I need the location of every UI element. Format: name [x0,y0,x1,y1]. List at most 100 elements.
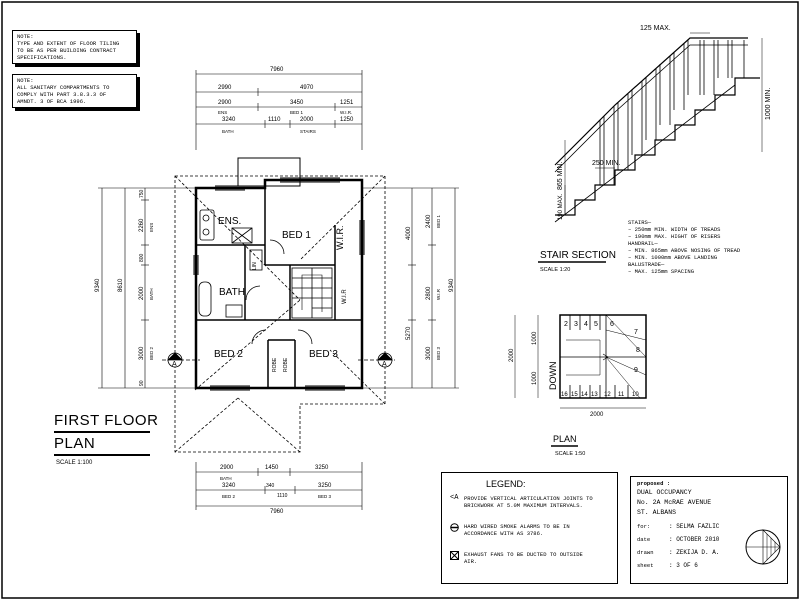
dim-text: 750 [139,189,145,198]
tread-number: 13 [591,392,598,398]
basin [202,214,210,222]
stair-section: 125 MAX. 1000 MIN. 865 MIN. 250 MIN. 190… [538,25,772,275]
door-swing [297,329,313,345]
dim-riser: 190 MAX. [558,193,564,220]
tread-number: 14 [581,392,588,398]
room-label-wir: W.I.R. [335,226,345,251]
tread-number: 2 [564,321,568,328]
note-line: TYPE AND EXTENT OF FLOOR TILING [17,40,120,47]
hip-line [174,175,301,301]
room-label-ens: ENS. [218,216,241,227]
note-head: NOTE: [17,33,34,40]
articulation-joint-icon: <A [450,494,459,502]
legend-text: PROVIDE VERTICAL ARTICULATION JOINTS TO … [464,495,593,509]
stair-spec-line: – 250mm MIN. WIDTH OF TREADS [628,226,721,233]
dim-text: 2000 [139,286,145,300]
note-line: ALL SANITARY COMPARTMENTS TO [17,84,110,91]
stair-spec-line: – MIN. 865mm ABOVE NOSING OF TREAD [628,247,741,254]
hip-line [194,299,301,391]
handrail-lower [554,44,748,173]
stair-spec-line: – MAX. 125mm SPACING [628,268,694,275]
door-swing [251,329,267,345]
for-label: for: [637,523,651,530]
project-line: DUAL OCCUPANCY [637,489,692,496]
tread-number: 4 [584,321,588,328]
note-line: AMNDT. 3 OF BCA 1996. [17,98,87,105]
stair-spec-line: – MIN. 1000mm ABOVE LANDING [628,254,717,261]
dim-text: 2900 [220,465,234,471]
dim-text: 5270 [406,326,412,340]
tread-number: 6 [610,321,614,328]
plan-title-line2: PLAN [54,435,96,452]
dim-text: 3250 [318,483,332,489]
note-line: COMPLY WITH PART 3.8.3.3 OF [17,91,107,98]
legend-text: HARD WIRED SMOKE ALARMS TO BE IN ACCORDA… [464,523,570,537]
stair-plan: 2 3 4 5 6 7 8 9 16 15 14 13 12 11 10 DOW… [509,314,647,457]
dim-label: BED 2 [222,494,236,499]
dim-label: BED 1 [436,214,441,228]
window-bay [237,157,301,187]
stair-section-title: STAIR SECTION [540,250,616,261]
tread-number: 8 [636,347,640,354]
date-value: : OCTOBER 2010 [669,536,720,543]
legend-box: LEGEND: <A PROVIDE VERTICAL ARTICULATION … [441,472,618,584]
door-swing [269,239,285,255]
note-floor-tiling: NOTE: TYPE AND EXTENT OF FLOOR TILING TO… [12,30,137,64]
plan-title-line1: FIRST FLOOR [54,412,159,429]
balusters [599,40,745,185]
room-label-bed1: BED 1 [282,230,311,241]
dim-text: 1110 [268,117,281,123]
project-line: No. 2A McRAE AVENUE [637,499,712,506]
dim-baluster-spacing: 125 MAX. [640,25,671,32]
dim-text: 2000 [300,117,314,123]
dim-text: 1000 [532,331,538,345]
windows [193,177,365,391]
drawn-label: drawn [637,549,654,556]
dim-label: ENS [218,110,227,115]
room-label-robe: ROBE [272,357,278,372]
dim-text: 3240 [222,483,236,489]
tread-number: 16 [561,392,568,398]
dim-left-overall: 9340 [95,278,101,292]
sheet-label: sheet [637,562,654,569]
tread-number: 7 [634,329,638,336]
legend-title: LEGEND: [486,479,526,489]
dim-text: 3000 [139,346,145,360]
dim-label: BED 2 [149,346,154,360]
legend-item: EXHAUST FANS TO BE DUCTED TO OUTSIDE AIR… [450,551,599,565]
dim-landing-rail: 1000 MIN. [765,88,772,120]
dim-text: 800 [139,253,145,262]
dim-label: BATH [222,129,234,134]
plan-scale: SCALE 1:100 [56,460,93,466]
north-arrow-icon [745,529,781,565]
plan-title-underline [54,454,150,456]
date-label: date [637,536,651,543]
bath-vanity [225,304,243,318]
right-dimensions: 4000 2400 2800 5270 3000 9340 BED 1 W.I.… [362,187,459,389]
dim-bottom-overall: 7960 [270,509,284,515]
dim-text: 3240 [222,117,236,123]
legend-item: HARD WIRED SMOKE ALARMS TO BE IN ACCORDA… [450,523,599,537]
dim-label: W.I.R. [340,110,352,115]
note-sanitary: NOTE: ALL SANITARY COMPARTMENTS TO COMPL… [12,74,137,108]
stair-profile [555,77,760,216]
handrail [554,37,748,166]
dim-text: 340 [266,483,275,489]
dim-text: 3000 [426,346,432,360]
dim-nosing-rail: 865 MIN. [557,162,564,190]
toilet [249,249,263,271]
stair-plan-outline [559,314,647,399]
stair-plan-dim-bottom: 2000 [590,412,604,418]
tread-number: 11 [618,392,625,398]
dim-label: BED 1 [290,110,304,115]
shower [231,227,253,244]
stair-plan-title: PLAN [553,434,577,444]
note-head: NOTE: [17,77,34,84]
title-proposed: proposed : [637,480,671,487]
room-label-lin: LIN [252,262,258,270]
room-label-bed3: BED 3 [309,349,338,360]
first-floor-plan: ENS. BED 1 W.I.R. BATH BED 2 BED 3 W.I.R… [95,67,459,515]
dim-top-overall: 7960 [270,67,284,73]
